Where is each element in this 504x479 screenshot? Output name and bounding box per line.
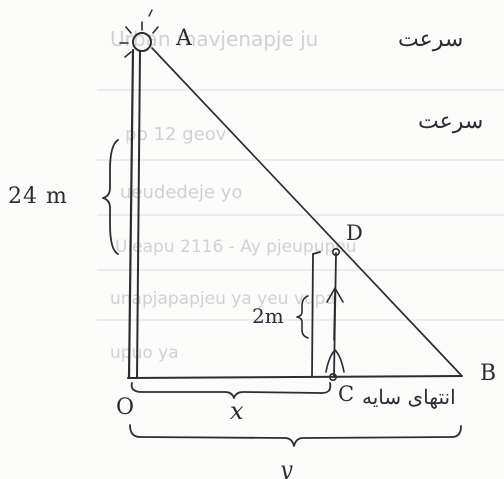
motion-arrow-head (326, 287, 344, 303)
bleed-text-1: Urban mavjenapje ju (110, 27, 318, 51)
light-source (119, 9, 159, 58)
label-point-A: A (175, 26, 193, 51)
y-distance-brace (129, 424, 462, 447)
person-feet-arc (325, 349, 345, 373)
person-back-line (311, 253, 314, 378)
label-person-height: 2m (252, 304, 284, 328)
lamp-circle (132, 32, 152, 52)
label-point-B: B (480, 361, 496, 386)
label-point-D: D (346, 221, 363, 245)
label-point-C: C (338, 382, 354, 406)
ground-line (127, 375, 463, 379)
light-ray (152, 26, 159, 34)
bleed-text-3: ueudedeje yo (120, 182, 242, 203)
note-top-2: سرعت (418, 109, 483, 134)
person-height-brace (296, 295, 309, 339)
bleed-through: Urban mavjenapje ju pp 12 geov ueudedeje… (97, 27, 504, 363)
light-ray-line-AB (151, 47, 462, 376)
bleed-text-2: pp 12 geov (125, 124, 227, 145)
point-D-marker (331, 248, 340, 257)
pole-height-brace (102, 139, 119, 255)
label-distance-x: x (230, 397, 244, 425)
lamp-post-right-edge (136, 50, 141, 378)
label-distance-y: y (279, 458, 293, 479)
point-C-marker (328, 372, 337, 381)
motion-arrow-shaft (333, 289, 336, 341)
label-point-O: O (116, 395, 134, 420)
light-ray (148, 9, 153, 17)
bleed-text-4: Uleapu 2116 - Ay pjeupupeu (115, 237, 357, 257)
x-distance-brace (130, 382, 332, 399)
person (311, 248, 345, 381)
person-head-tick (312, 251, 321, 255)
lamp-post (127, 48, 141, 380)
bleed-text-5: unapjapapjeu ya yeu vupa (110, 289, 336, 309)
lamp-post-left-edge (127, 48, 135, 380)
bleed-text-6: upuo ya (110, 343, 179, 363)
light-ray (124, 51, 132, 58)
note-top-1: سرعت (398, 27, 463, 52)
light-ray (125, 26, 132, 34)
label-pole-height: 24 m (8, 184, 68, 209)
label-shadow-end: انتهای سایه (362, 385, 456, 409)
